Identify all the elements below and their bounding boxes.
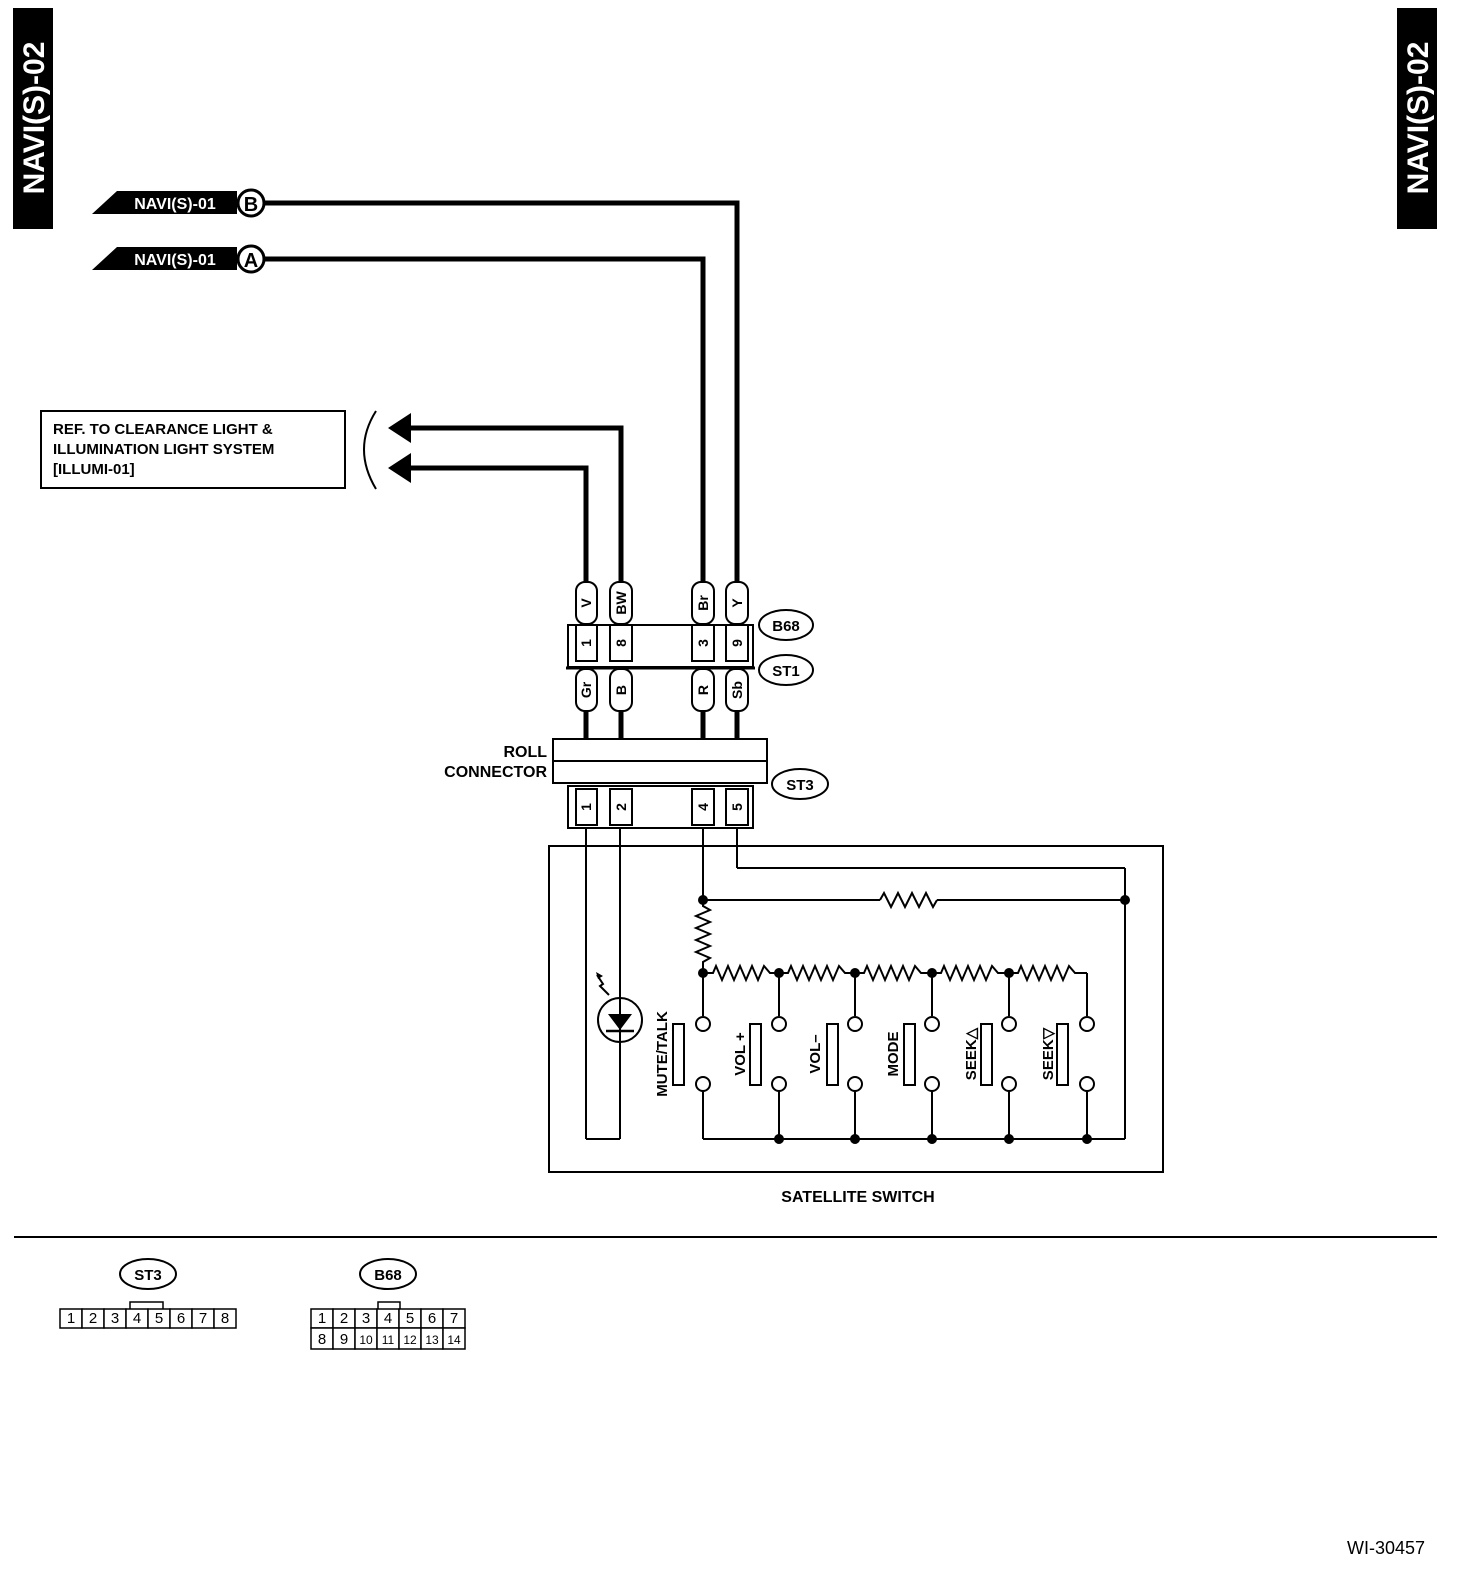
st3-pin-label: 2 xyxy=(89,1310,97,1327)
b68-pin-3: 3 xyxy=(695,639,711,647)
off-page-ref-b-letter: B xyxy=(244,194,258,216)
st3-pin-2: 2 xyxy=(613,803,629,811)
off-page-ref-a-label: NAVI(S)-01 xyxy=(134,252,216,269)
b68-pin-label: 4 xyxy=(384,1310,392,1327)
b68-pin-label: 7 xyxy=(450,1310,458,1327)
b68-pin-9: 9 xyxy=(729,639,745,647)
wire-color-y: Y xyxy=(729,598,745,608)
satellite-switch-label: SATELLITE SWITCH xyxy=(781,1189,934,1206)
wire-color-sb: Sb xyxy=(729,681,745,699)
connector-view-b68-id: B68 xyxy=(374,1267,402,1284)
b68-pin-label: 12 xyxy=(403,1333,417,1347)
wire-color-r: R xyxy=(695,685,711,695)
wire-color-b: B xyxy=(613,685,629,695)
b68-cell xyxy=(442,1327,466,1350)
reference-line-3: [ILLUMI-01] xyxy=(53,461,135,478)
b68-pin-1: 1 xyxy=(578,639,594,647)
b68-badge: B68 xyxy=(758,609,814,641)
switch-vol-down: VOL– xyxy=(807,973,863,1139)
off-page-ref-a: NAVI(S)-01 A xyxy=(92,244,266,274)
roll-connector: ROLL CONNECTOR xyxy=(444,738,768,784)
switch-label-mode: MODE xyxy=(885,1032,902,1077)
reference-line-1: REF. TO CLEARANCE LIGHT & xyxy=(53,421,273,438)
b68-wire-colors: V BW Br Y xyxy=(575,581,749,625)
st3-pin-5: 5 xyxy=(729,803,745,811)
st3-badge-label: ST3 xyxy=(786,777,814,794)
b68-pin-label: 13 xyxy=(425,1333,439,1347)
switch-label-mute-talk: MUTE/TALK xyxy=(654,1011,671,1097)
wire-color-br: Br xyxy=(695,595,711,611)
wire-color-bw: BW xyxy=(613,591,629,615)
b68-badge-label: B68 xyxy=(772,618,800,635)
satellite-switch: MUTE/TALK VOL + VOL– MODE xyxy=(548,828,1164,1173)
wires xyxy=(264,200,740,740)
st3-pin-label: 5 xyxy=(155,1310,163,1327)
st3-pin-1: 1 xyxy=(578,803,594,811)
st3-pin-label: 3 xyxy=(111,1310,119,1327)
switch-mute-talk: MUTE/TALK xyxy=(654,973,711,1139)
switch-mode: MODE xyxy=(885,973,940,1139)
off-page-ref-b: NAVI(S)-01 B xyxy=(92,188,266,218)
b68-st1-connector: 1 8 3 9 xyxy=(566,624,755,670)
b68-pin-8: 8 xyxy=(613,639,629,647)
st3-badge: ST3 xyxy=(771,768,829,800)
b68-pin-label: 1 xyxy=(318,1310,326,1327)
page-tab-left: NAVI(S)-02 xyxy=(13,8,53,229)
page-tab-right: NAVI(S)-02 xyxy=(1397,8,1437,229)
switch-label-vol-down: VOL– xyxy=(807,1034,824,1073)
page-tab-left-label: NAVI(S)-02 xyxy=(18,42,51,195)
switch-label-seek-up: SEEK△ xyxy=(963,1027,980,1080)
b68-pin-label: 8 xyxy=(318,1331,326,1348)
b68-pin-label: 5 xyxy=(406,1310,414,1327)
b68-pin-label: 2 xyxy=(340,1310,348,1327)
connector-view-st3-id: ST3 xyxy=(134,1267,162,1284)
st3-pin-label: 8 xyxy=(221,1310,229,1327)
st1-badge: ST1 xyxy=(758,654,814,686)
b68-pin-label: 10 xyxy=(359,1333,373,1347)
figure-code: WI-30457 xyxy=(1347,1538,1425,1558)
roll-connector-label-2: CONNECTOR xyxy=(444,764,547,781)
st3-pin-4: 4 xyxy=(695,803,711,811)
st1-wire-colors: Gr B R Sb xyxy=(575,668,749,712)
b68-pin-label: 14 xyxy=(447,1333,461,1347)
b68-pin-label: 3 xyxy=(362,1310,370,1327)
st1-badge-label: ST1 xyxy=(772,663,800,680)
st3-pin-label: 1 xyxy=(67,1310,75,1327)
switch-seek-up: SEEK△ xyxy=(963,973,1017,1139)
reference-line-2: ILLUMINATION LIGHT SYSTEM xyxy=(53,441,274,458)
st3-pin-label: 6 xyxy=(177,1310,185,1327)
page-tab-right-label: NAVI(S)-02 xyxy=(1402,42,1435,195)
switch-seek-down: SEEK▽ xyxy=(1040,973,1095,1139)
reference-box: REF. TO CLEARANCE LIGHT & ILLUMINATION L… xyxy=(40,410,377,490)
st3-connector: 1 2 4 5 xyxy=(567,785,754,829)
wire-color-v: V xyxy=(578,598,594,608)
b68-pin-label: 9 xyxy=(340,1331,348,1348)
st3-cell xyxy=(213,1308,237,1329)
st3-pin-label: 7 xyxy=(199,1310,207,1327)
roll-connector-label-1: ROLL xyxy=(503,744,547,761)
wire-color-gr: Gr xyxy=(578,681,594,698)
switch-label-seek-down: SEEK▽ xyxy=(1040,1027,1057,1080)
bracket-icon xyxy=(363,410,377,490)
off-page-ref-b-label: NAVI(S)-01 xyxy=(134,196,216,213)
st3-pin-label: 4 xyxy=(133,1310,141,1327)
b68-pin-label: 11 xyxy=(382,1333,395,1347)
switch-vol-up: VOL + xyxy=(732,973,787,1139)
switch-label-vol-up: VOL + xyxy=(732,1032,749,1076)
led-icon xyxy=(596,972,643,1043)
off-page-ref-a-letter: A xyxy=(244,250,258,272)
b68-pin-label: 6 xyxy=(428,1310,436,1327)
